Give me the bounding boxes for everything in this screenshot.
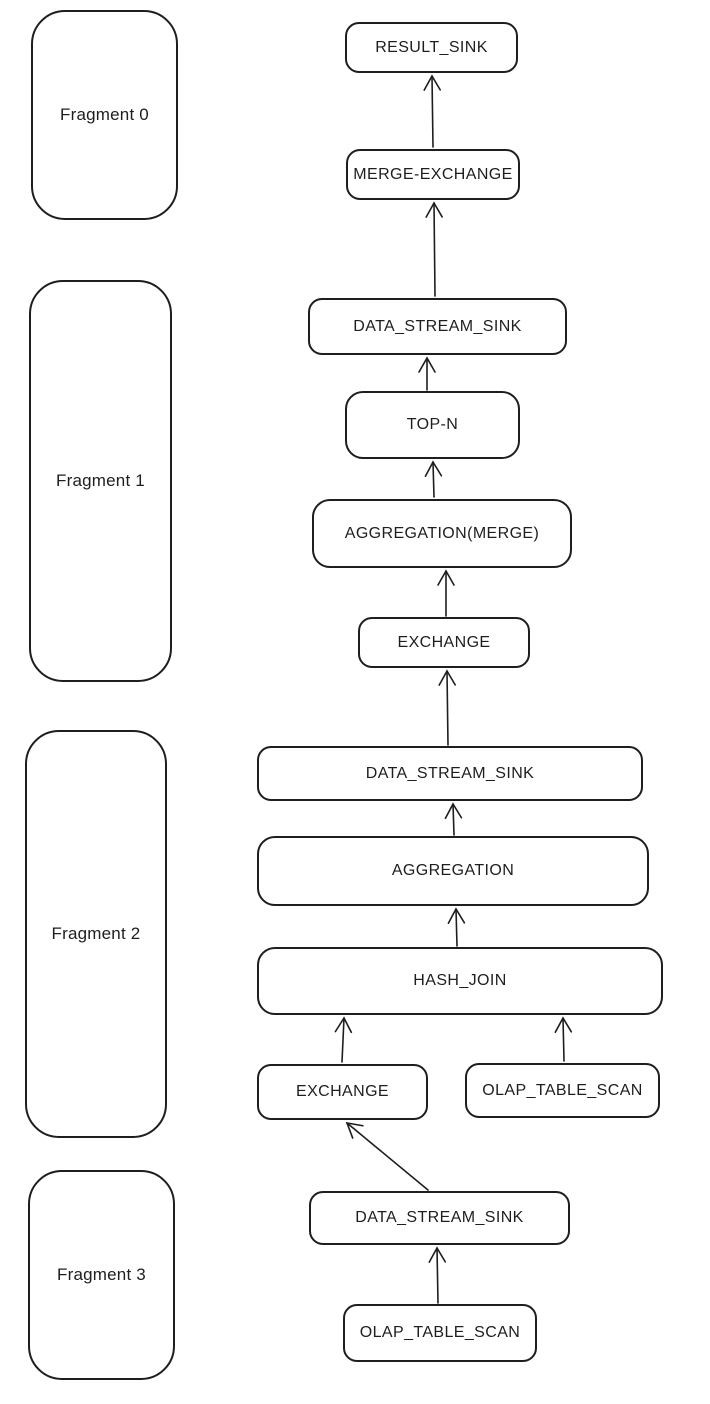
node-aggregation-label: AGGREGATION (391, 862, 515, 879)
edge-aggregation-merge-to-top-n (424, 460, 443, 498)
node-data-stream-sink-1: DATA_STREAM_SINK (308, 298, 567, 355)
node-exchange-1-label: EXCHANGE (397, 633, 491, 651)
node-result-sink-label: RESULT_SINK (375, 38, 488, 56)
node-merge-exchange: MERGE-EXCHANGE (346, 149, 520, 200)
node-merge-exchange-label: MERGE-EXCHANGE (353, 165, 513, 183)
node-data-stream-sink-2: DATA_STREAM_SINK (257, 746, 643, 801)
edge-exchange-2-to-hash-join (334, 1016, 353, 1063)
node-olap-table-scan-2: OLAP_TABLE_SCAN (343, 1304, 537, 1362)
fragment-2-box: Fragment 2 (25, 730, 167, 1138)
fragment-1-box: Fragment 1 (29, 280, 172, 682)
fragment-0-box: Fragment 0 (31, 10, 178, 220)
node-aggregation-merge: AGGREGATION(MERGE) (312, 499, 572, 568)
node-exchange-1: EXCHANGE (358, 617, 530, 668)
edge-merge-exchange-to-result-sink (423, 74, 441, 148)
edge-data-stream-sink-1-to-merge-exchange (425, 201, 443, 297)
node-data-stream-sink-3-label: DATA_STREAM_SINK (355, 1209, 524, 1226)
node-top-n: TOP-N (345, 391, 520, 459)
fragment-2-label: Fragment 2 (51, 924, 141, 943)
node-top-n-label: TOP-N (406, 416, 459, 433)
edge-data-stream-sink-3-to-exchange-2 (345, 1121, 429, 1191)
node-hash-join: HASH_JOIN (257, 947, 663, 1015)
node-exchange-2: EXCHANGE (257, 1064, 428, 1120)
node-olap-table-scan-1: OLAP_TABLE_SCAN (465, 1063, 660, 1118)
edge-data-stream-sink-2-to-exchange-1 (438, 669, 456, 746)
node-exchange-2-label: EXCHANGE (296, 1083, 389, 1100)
edge-aggregation-to-data-stream-sink-2 (444, 802, 463, 836)
node-aggregation-merge-label: AGGREGATION(MERGE) (344, 524, 540, 542)
edge-hash-join-to-aggregation (447, 907, 466, 947)
node-data-stream-sink-2-label: DATA_STREAM_SINK (365, 764, 535, 782)
node-olap-table-scan-2-label: OLAP_TABLE_SCAN (359, 1324, 521, 1341)
edge-olap-table-scan-2-to-data-stream-sink-3 (428, 1246, 447, 1304)
node-hash-join-label: HASH_JOIN (413, 972, 507, 989)
node-data-stream-sink-3: DATA_STREAM_SINK (309, 1191, 570, 1245)
node-aggregation: AGGREGATION (257, 836, 649, 906)
node-olap-table-scan-1-label: OLAP_TABLE_SCAN (482, 1081, 643, 1099)
fragment-1-label: Fragment 1 (56, 471, 145, 490)
fragment-3-box: Fragment 3 (28, 1170, 175, 1380)
node-result-sink: RESULT_SINK (345, 22, 518, 73)
fragment-3-label: Fragment 3 (57, 1265, 146, 1284)
node-data-stream-sink-1-label: DATA_STREAM_SINK (353, 317, 522, 335)
edge-olap-table-scan-1-to-hash-join (554, 1016, 573, 1062)
fragment-0-label: Fragment 0 (60, 105, 149, 124)
